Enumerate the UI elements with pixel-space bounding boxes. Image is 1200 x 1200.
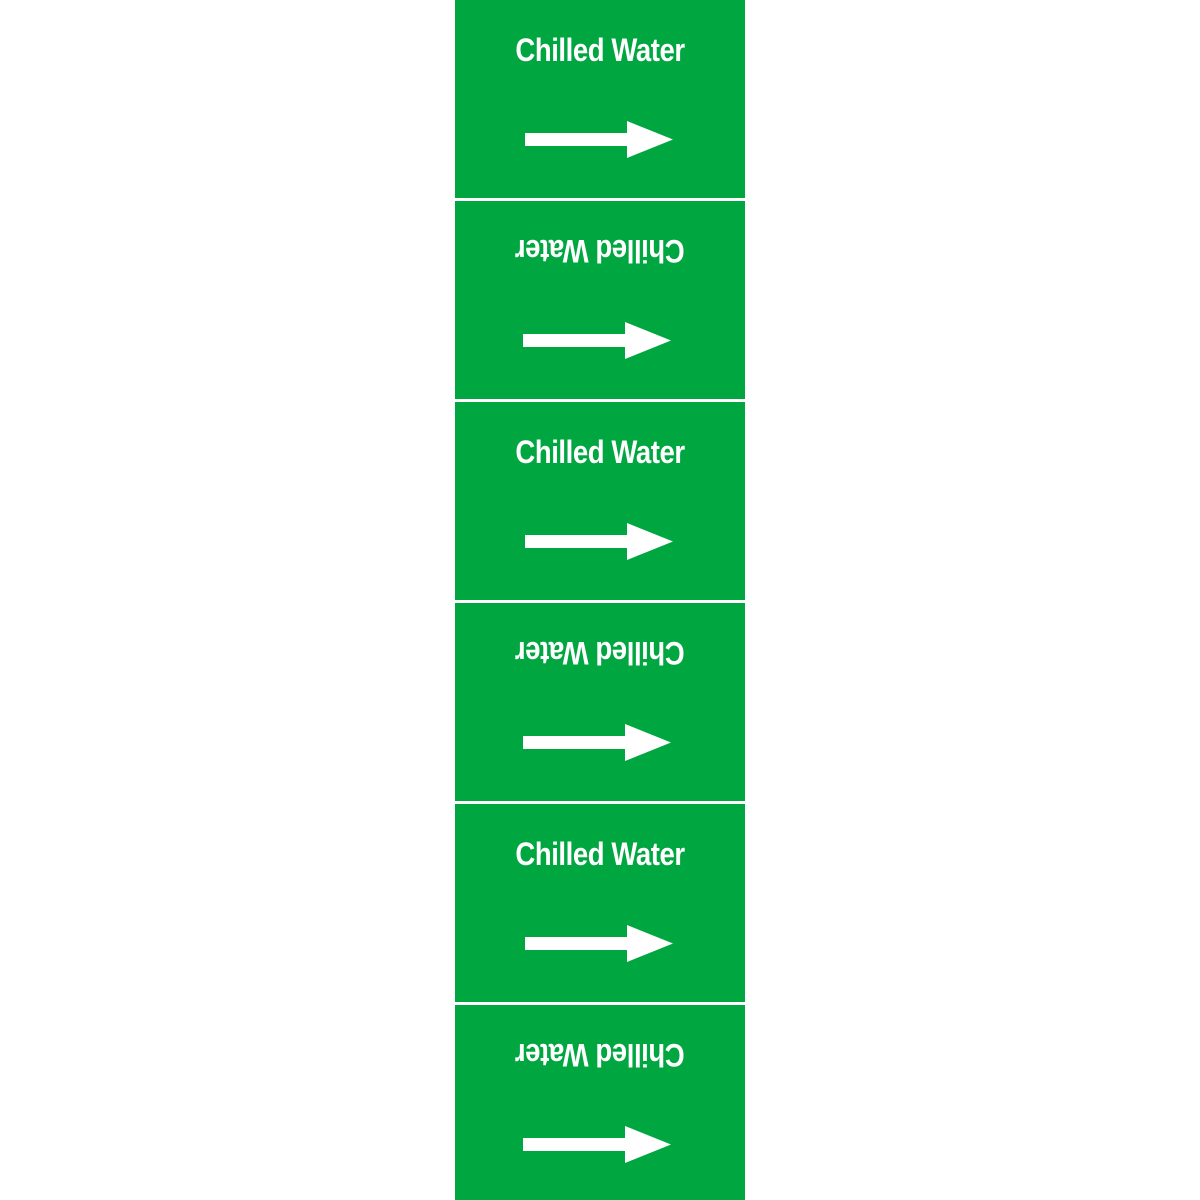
arrow-right-icon [525,523,673,560]
pipe-marker-label: Chilled Water [455,804,745,1002]
pipe-marker-label: Chilled Water [455,402,745,600]
arrow-right-icon [523,322,671,359]
pipe-marker-label: Chilled Water [455,201,745,399]
arrow-right-icon [523,1126,671,1163]
label-text: Chilled Water [515,836,685,872]
arrow-right-icon [525,121,673,158]
arrow-right-icon [525,925,673,962]
label-text: Chilled Water [515,434,685,470]
arrow-right-icon [523,724,671,761]
label-text: Chilled Water [515,233,685,269]
label-text: Chilled Water [515,32,685,68]
pipe-marker-label: Chilled Water [455,0,745,198]
label-text: Chilled Water [515,1037,685,1073]
label-text: Chilled Water [515,635,685,671]
pipe-marker-label: Chilled Water [455,1005,745,1200]
pipe-marker-label: Chilled Water [455,603,745,801]
pipe-marker-strip: Chilled Water Chilled Water Chilled Wate… [455,0,745,1200]
